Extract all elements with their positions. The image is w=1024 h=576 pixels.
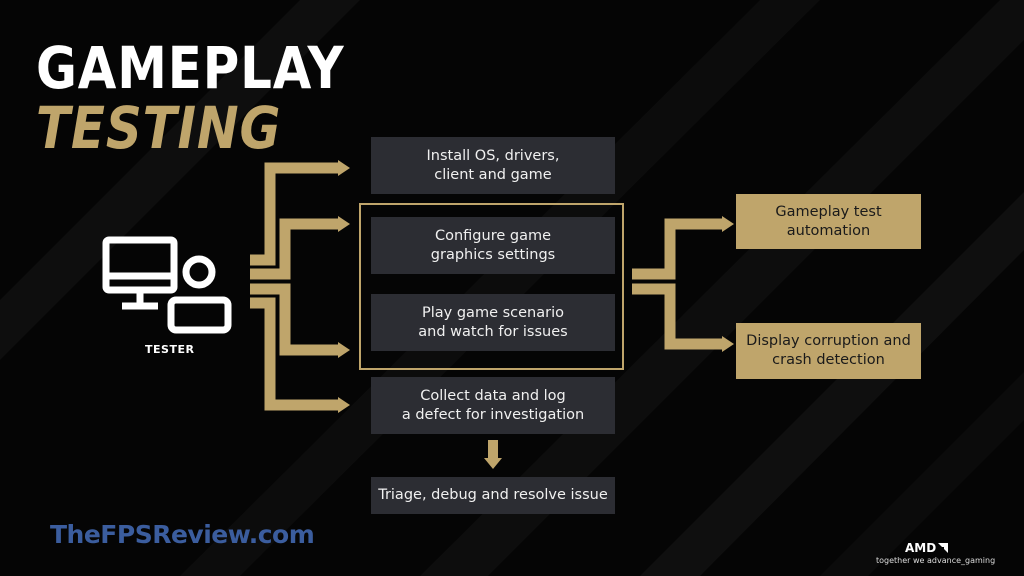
left-arrowheads (338, 160, 350, 413)
title-line-2: TESTING (36, 94, 282, 162)
left-connectors (250, 162, 340, 411)
outcome-detection-label: Display corruption and crash detection (746, 333, 911, 368)
step-triage-box: Triage, debug and resolve issue (371, 477, 615, 514)
step-collect-label: Collect data and log a defect for invest… (401, 387, 585, 423)
title-line-1: GAMEPLAY (36, 34, 345, 102)
outcome-automation-label: Gameplay test automation (775, 203, 882, 239)
outcome-detection-box: Display corruption and crash detection (736, 323, 921, 379)
watermark: TheFPSReview.com (50, 520, 315, 549)
amd-logo-text: AMD (905, 541, 937, 555)
tester-label: TESTER (145, 343, 195, 356)
step-collect-box: Collect data and log a defect for invest… (371, 377, 615, 434)
right-connectors (632, 218, 724, 350)
step-play-label: Play game scenario and watch for issues (418, 304, 568, 340)
step-play-box: Play game scenario and watch for issues (371, 294, 615, 351)
amd-logo-icon (938, 543, 948, 553)
step-configure-label: Configure game graphics settings (430, 227, 556, 263)
outcome-automation-box: Gameplay test automation (736, 194, 921, 249)
step-triage-label: Triage, debug and resolve issue (378, 487, 608, 503)
right-arrowheads (722, 216, 734, 352)
computer-user-icon (102, 236, 232, 334)
manual-loop-frame (359, 203, 624, 370)
step-install-box: Install OS, drivers, client and game (371, 137, 615, 194)
down-arrow (484, 440, 502, 469)
step-configure-box: Configure game graphics settings (371, 217, 615, 274)
brand-tagline: together we advance_gaming (876, 556, 996, 565)
step-install-label: Install OS, drivers, client and game (426, 147, 560, 183)
